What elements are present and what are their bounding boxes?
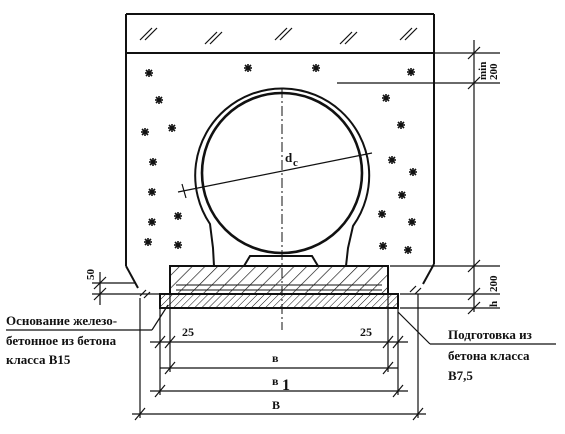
svg-text:класса В15: класса В15	[6, 352, 71, 367]
pipe-diameter-symbol: d	[285, 150, 293, 165]
svg-text:Подготовка из: Подготовка из	[448, 327, 532, 342]
width-b1-subscript: 1	[282, 377, 290, 394]
base-height-value: 200	[488, 275, 500, 292]
ground-hatch	[139, 285, 422, 299]
width-b1-value: в	[272, 374, 279, 388]
prep-height-value: h	[488, 301, 500, 307]
cover-min-value: 200	[488, 63, 500, 80]
surface-layer-hatching	[139, 27, 418, 45]
width-B-value: B	[272, 398, 280, 412]
step-height-value: 50	[85, 269, 97, 281]
svg-text:бетона класса: бетона класса	[448, 348, 530, 363]
offset-left-value: 25	[182, 325, 194, 339]
offset-right-value: 25	[360, 325, 372, 339]
pipe-diameter-subscript: c	[293, 157, 298, 169]
svg-text:Основание железо-: Основание железо-	[6, 313, 117, 328]
svg-text:В7,5: В7,5	[448, 368, 473, 383]
preparation-layer	[159, 293, 399, 309]
right-dimension-chain	[337, 40, 500, 315]
svg-text:бетонное из бетона: бетонное из бетона	[6, 333, 117, 348]
preparation-label: Подготовка из бетона класса В7,5	[397, 311, 556, 383]
base-label: Основание железо- бетонное из бетона кла…	[6, 304, 169, 367]
pipe-diameter-line	[177, 145, 373, 199]
concrete-base	[169, 265, 389, 295]
step-dimension	[92, 272, 160, 305]
rebar	[176, 284, 382, 291]
cover-min-word: min	[477, 62, 489, 80]
bottom-dimensions	[132, 294, 426, 421]
width-b-value: в	[272, 351, 279, 365]
trench-outline	[125, 13, 435, 289]
